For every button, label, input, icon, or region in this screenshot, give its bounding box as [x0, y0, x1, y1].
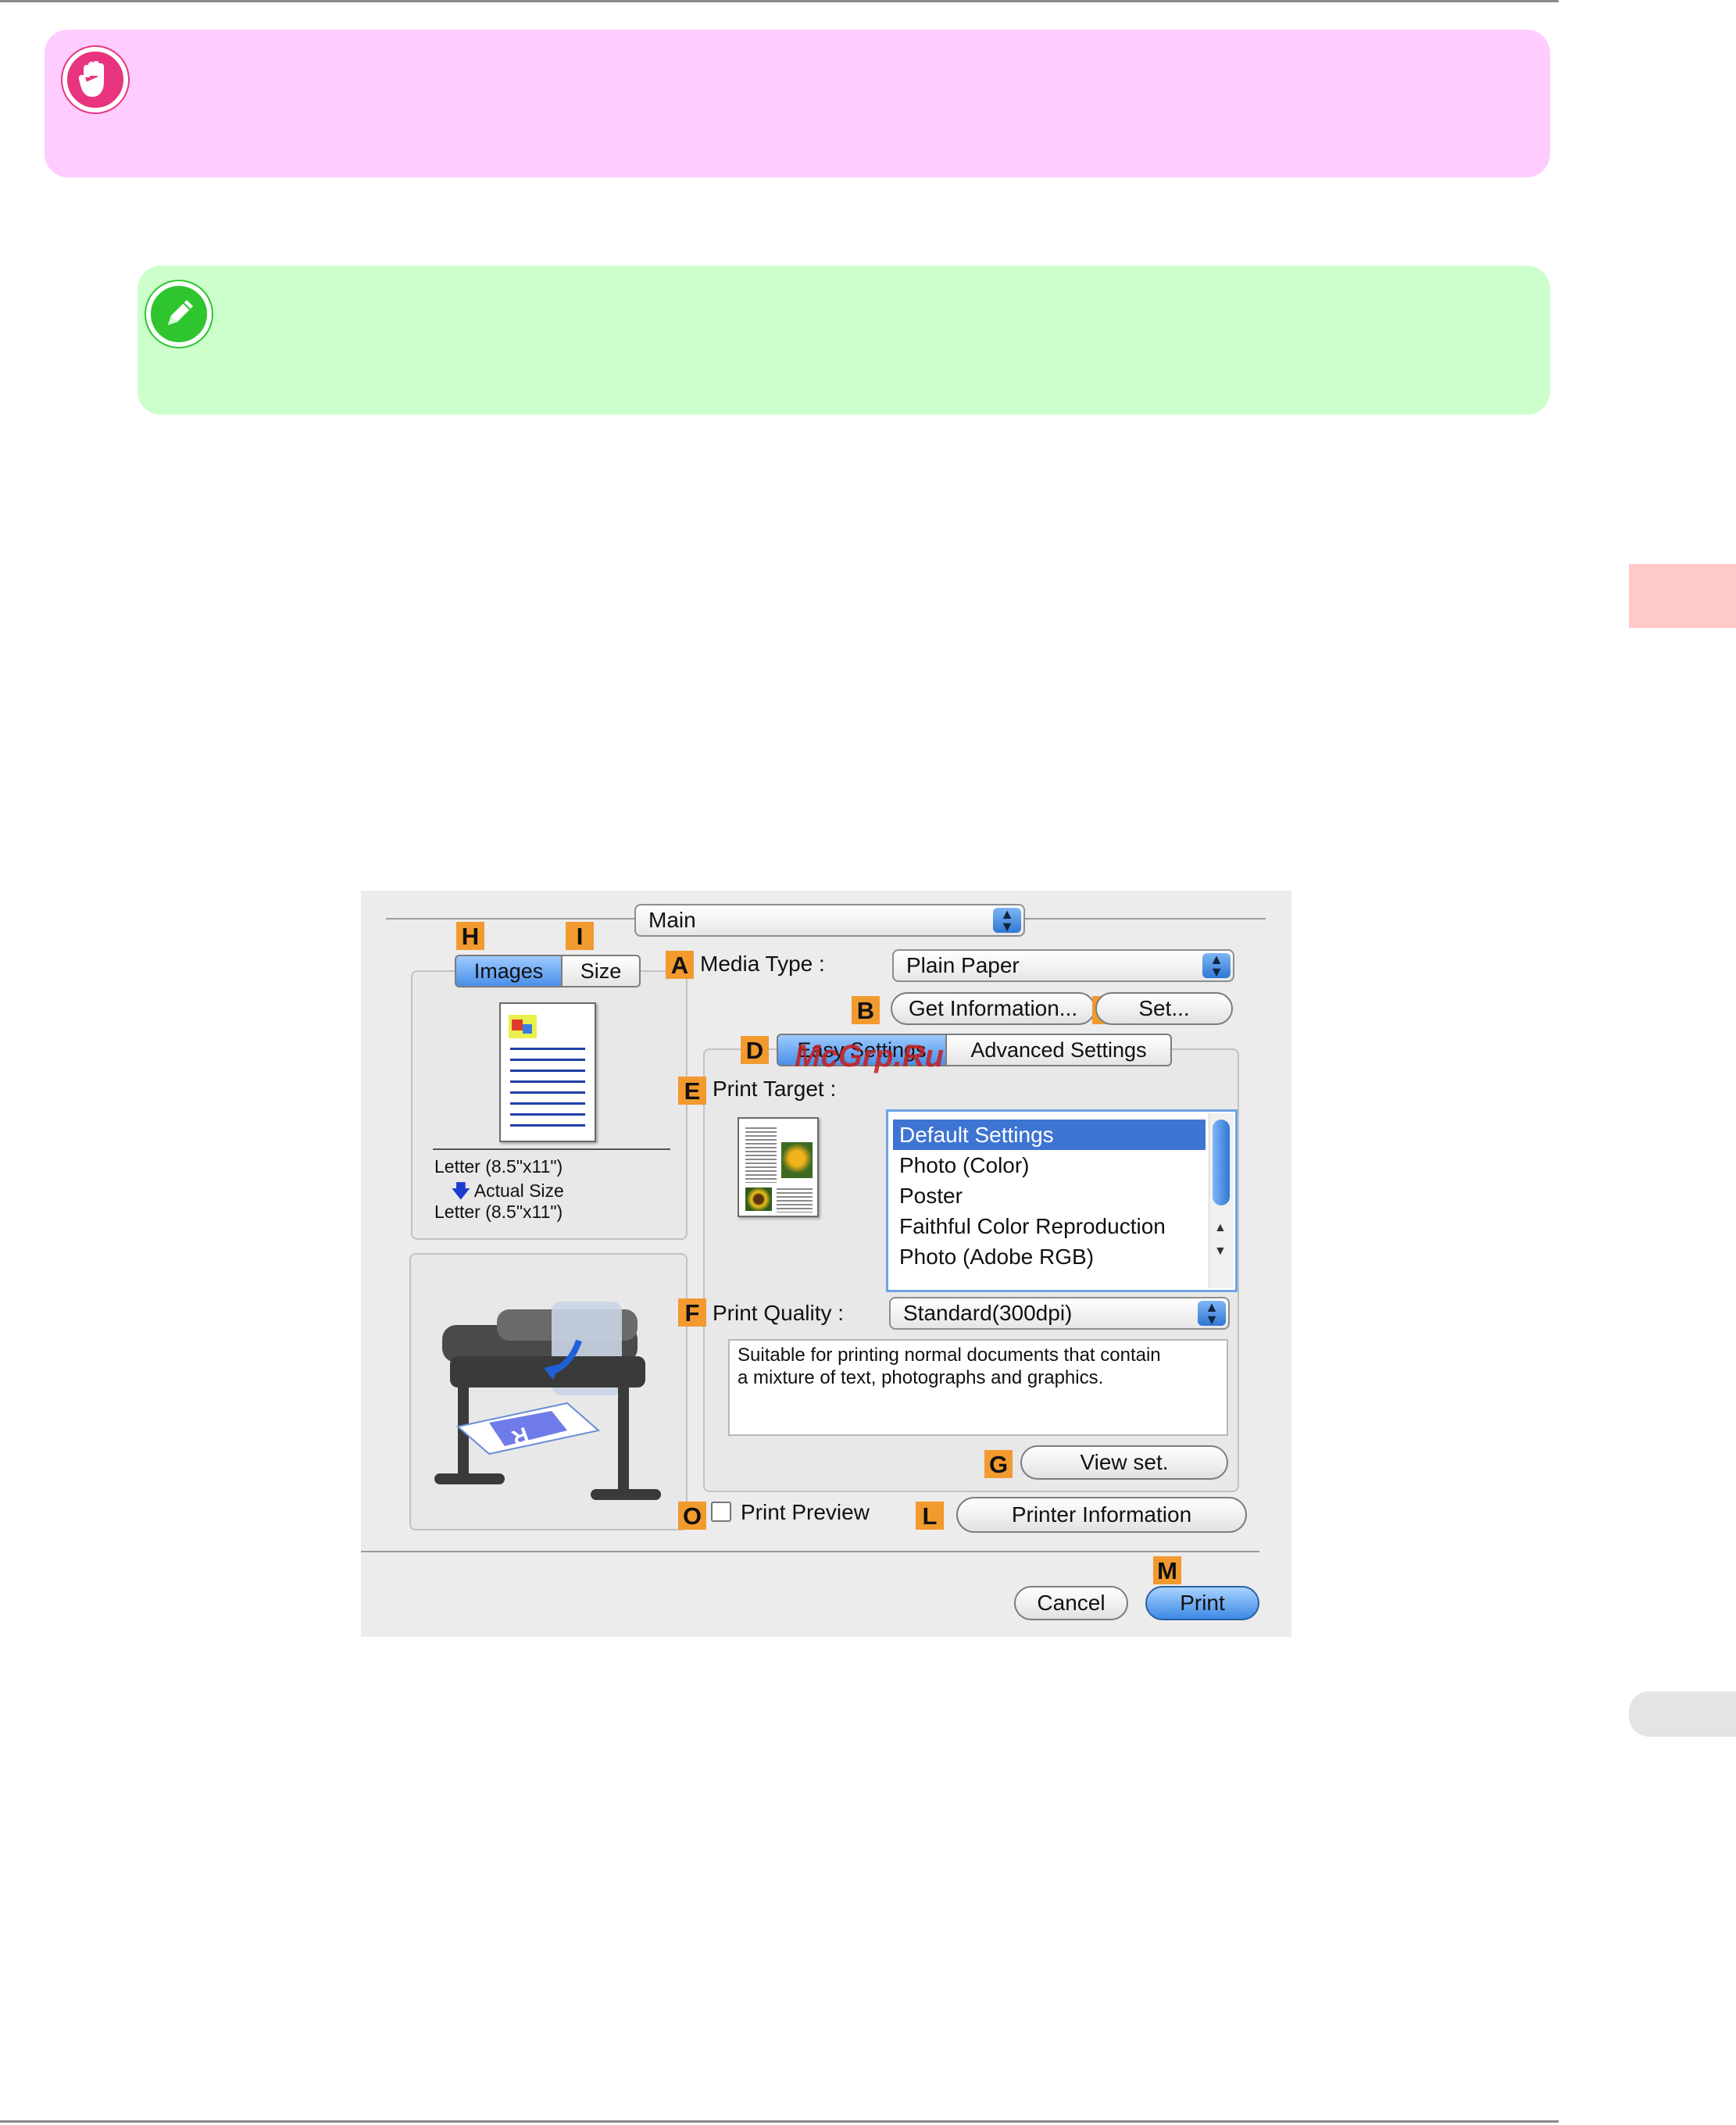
top-rule	[0, 0, 1559, 2]
callout-letter-l: L	[916, 1502, 944, 1530]
chapter-index-tab	[1629, 564, 1736, 628]
callout-letter-h: H	[456, 922, 484, 950]
print-quality-value: Standard(300dpi)	[903, 1301, 1073, 1325]
thumb-text-block	[745, 1125, 777, 1183]
printer-illustration-group: R	[409, 1253, 688, 1530]
section-index-tab	[1629, 1691, 1736, 1737]
quality-description-line2: a mixture of text, photographs and graph…	[738, 1367, 1104, 1388]
thumb-text-block-2	[777, 1186, 813, 1212]
list-item-label: Photo (Adobe RGB)	[899, 1244, 1095, 1269]
popup-arrows-icon: ▲▼	[1202, 952, 1231, 979]
media-type-label: Media Type :	[700, 952, 825, 976]
print-target-thumbnail	[738, 1117, 819, 1217]
list-item-label: Faithful Color Reproduction	[899, 1213, 1166, 1238]
tab-easy-settings-label: Easy Settings	[797, 1038, 927, 1062]
tab-images[interactable]: Images	[455, 955, 563, 988]
text-line	[510, 1059, 585, 1061]
tab-size[interactable]: Size	[561, 955, 641, 988]
large-format-printer-image: R	[434, 1302, 661, 1500]
watermark-text: McGrp.Ru	[795, 1039, 945, 1073]
text-line	[510, 1102, 585, 1105]
text-line	[510, 1070, 585, 1072]
text-line	[510, 1048, 585, 1050]
callout-letter-a: A	[666, 951, 694, 979]
quality-description: Suitable for printing normal documents t…	[728, 1339, 1228, 1436]
callout-letter-f: F	[678, 1298, 706, 1327]
image-thumb-red	[512, 1020, 523, 1030]
callout-letter-d: D	[741, 1036, 769, 1064]
stop-hand-icon	[63, 47, 128, 112]
cancel-button[interactable]: Cancel	[1014, 1586, 1128, 1620]
quality-description-line1: Suitable for printing normal documents t…	[738, 1345, 1161, 1366]
print-target-label: Print Target :	[713, 1077, 837, 1101]
list-item-label: Default Settings	[899, 1122, 1054, 1147]
tab-advanced-settings[interactable]: Advanced Settings	[945, 1034, 1172, 1066]
list-item[interactable]: Photo (Adobe RGB)	[893, 1241, 1206, 1272]
view-set-button[interactable]: View set.	[1020, 1445, 1228, 1480]
media-type-value: Plain Paper	[906, 953, 1020, 977]
callout-letter-b: B	[852, 996, 880, 1024]
tab-easy-settings[interactable]: Easy Settings	[777, 1034, 947, 1066]
set-button[interactable]: Set...	[1095, 992, 1233, 1025]
list-item[interactable]: Photo (Color)	[893, 1150, 1206, 1180]
popup-arrows-icon: ▲▼	[1198, 1300, 1226, 1327]
printer-information-button[interactable]: Printer Information	[956, 1497, 1247, 1533]
get-information-button[interactable]: Get Information...	[891, 992, 1095, 1025]
list-scrollbar[interactable]: ▲ ▼	[1209, 1113, 1234, 1288]
note-callout	[138, 266, 1550, 415]
thumb-photo-flower	[781, 1142, 813, 1178]
scroll-thumb[interactable]	[1213, 1120, 1230, 1205]
print-target-list[interactable]: Default Settings Photo (Color) Poster Fa…	[886, 1109, 1238, 1292]
printer-information-label: Printer Information	[1011, 1502, 1192, 1527]
list-item-label: Photo (Color)	[899, 1152, 1030, 1177]
cancel-label: Cancel	[1037, 1591, 1106, 1615]
view-set-label: View set.	[1080, 1450, 1169, 1474]
pencil-note-icon	[146, 281, 212, 347]
text-line	[510, 1080, 585, 1083]
thumb-photo-sunflower	[745, 1188, 772, 1211]
tab-advanced-settings-label: Advanced Settings	[970, 1038, 1147, 1062]
list-item[interactable]: Faithful Color Reproduction	[893, 1211, 1206, 1241]
text-line	[510, 1113, 585, 1116]
list-item[interactable]: Default Settings	[893, 1120, 1206, 1150]
get-information-label: Get Information...	[908, 996, 1078, 1020]
scaling-label: 🡇 Actual Size	[452, 1178, 564, 1209]
paper-size-source: Letter (8.5"x11")	[434, 1156, 563, 1177]
callout-letter-o: O	[678, 1502, 706, 1530]
image-thumb-blue	[523, 1024, 532, 1034]
important-callout	[45, 30, 1550, 177]
print-preview-checkbox[interactable]	[711, 1502, 731, 1522]
callout-letter-e: E	[678, 1077, 706, 1105]
scaling-label-text: Actual Size	[473, 1180, 564, 1201]
popup-arrows-icon: ▲▼	[993, 907, 1021, 934]
print-quality-popup[interactable]: Standard(300dpi) ▲▼	[889, 1297, 1230, 1330]
callout-letter-g: G	[984, 1450, 1013, 1478]
preview-divider	[433, 1148, 670, 1150]
scroll-up-icon[interactable]: ▲	[1214, 1221, 1227, 1234]
callout-letter-m: M	[1153, 1556, 1181, 1584]
panel-popup-value: Main	[648, 908, 696, 932]
bottom-separator	[361, 1551, 1259, 1552]
print-preview-label: Print Preview	[741, 1500, 870, 1524]
print-label: Print	[1180, 1591, 1225, 1615]
tab-size-label: Size	[580, 959, 622, 983]
tab-images-label: Images	[473, 959, 544, 983]
list-item-label: Poster	[899, 1183, 963, 1208]
bottom-rule	[0, 2120, 1559, 2123]
set-label: Set...	[1138, 996, 1190, 1020]
callout-letter-i: I	[566, 922, 594, 950]
media-type-popup[interactable]: Plain Paper ▲▼	[892, 949, 1234, 982]
text-line	[510, 1124, 585, 1127]
scroll-down-icon[interactable]: ▼	[1214, 1245, 1227, 1258]
print-button[interactable]: Print	[1145, 1586, 1259, 1620]
print-dialog: Main ▲▼ H I Images Size Letter (8.5"x11"…	[361, 891, 1291, 1637]
image-thumb-icon	[509, 1015, 537, 1038]
print-quality-label: Print Quality :	[713, 1301, 845, 1325]
text-line	[510, 1091, 585, 1094]
down-arrow-icon: 🡇	[452, 1180, 470, 1201]
list-item[interactable]: Poster	[893, 1180, 1206, 1211]
page-layout-thumbnail	[499, 1002, 596, 1142]
panel-popup[interactable]: Main ▲▼	[634, 904, 1025, 937]
paper-size-output: Letter (8.5"x11")	[434, 1202, 563, 1222]
